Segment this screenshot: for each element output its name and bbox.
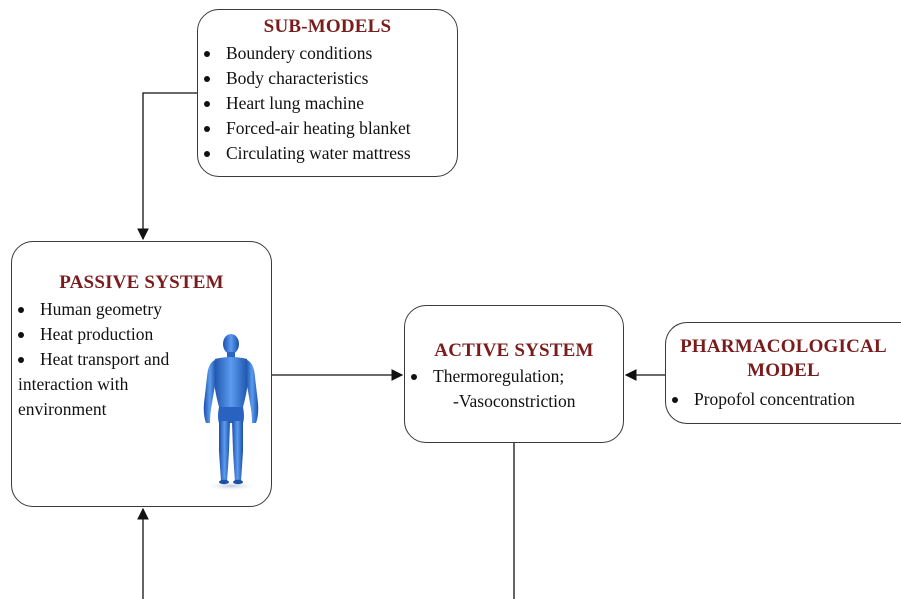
bullet-icon: [204, 126, 210, 132]
list-item: Propofol concentration: [672, 387, 901, 412]
passive-system-title: PASSIVE SYSTEM: [59, 272, 224, 293]
bullet-icon: [672, 397, 678, 403]
list-item: Forced-air heating blanket: [204, 116, 457, 141]
list-item: Human geometry: [18, 297, 193, 322]
active-system-title: ACTIVE SYSTEM: [434, 340, 594, 361]
bullet-icon: [18, 357, 24, 363]
passive-system-box: PASSIVE SYSTEM Human geometry Heat produ…: [11, 241, 272, 507]
arrow-submodels-to-passive: [137, 92, 197, 241]
pharmacological-model-box: PHARMACOLOGICAL MODEL Propofol concentra…: [665, 322, 901, 424]
bullet-icon: [411, 374, 417, 380]
sub-models-list: Boundery conditions Body characteristics…: [204, 41, 457, 166]
list-item: Heat production: [18, 322, 193, 347]
list-item: Circulating water mattress: [204, 141, 457, 166]
sub-models-box: SUB-MODELS Boundery conditions Body char…: [197, 9, 458, 177]
list-item: Thermoregulation;: [411, 364, 623, 389]
list-item-continuation: environment: [18, 399, 107, 419]
list-item: Boundery conditions: [204, 41, 457, 66]
bullet-icon: [18, 307, 24, 313]
pharmacological-model-title: PHARMACOLOGICAL MODEL: [680, 336, 887, 381]
bullet-icon: [204, 76, 210, 82]
pharmacological-model-list: Propofol concentration: [672, 387, 901, 412]
active-system-box: ACTIVE SYSTEM Thermoregulation; -Vasocon…: [404, 305, 624, 443]
bullet-icon: [204, 101, 210, 107]
list-item: Heart lung machine: [204, 91, 457, 116]
sub-models-title: SUB-MODELS: [263, 16, 392, 37]
active-system-list: Thermoregulation; -Vasoconstriction: [411, 364, 623, 414]
bullet-icon: [18, 332, 24, 338]
list-item-continuation: interaction with: [18, 374, 129, 394]
list-item: Body characteristics: [204, 66, 457, 91]
list-item: Heat transport and: [18, 347, 193, 372]
list-sub-item: -Vasoconstriction: [453, 391, 576, 411]
human-body-figure-icon: [203, 334, 259, 491]
bullet-icon: [204, 151, 210, 157]
bullet-icon: [204, 51, 210, 57]
passive-system-list: Human geometry Heat production Heat tran…: [18, 297, 193, 422]
